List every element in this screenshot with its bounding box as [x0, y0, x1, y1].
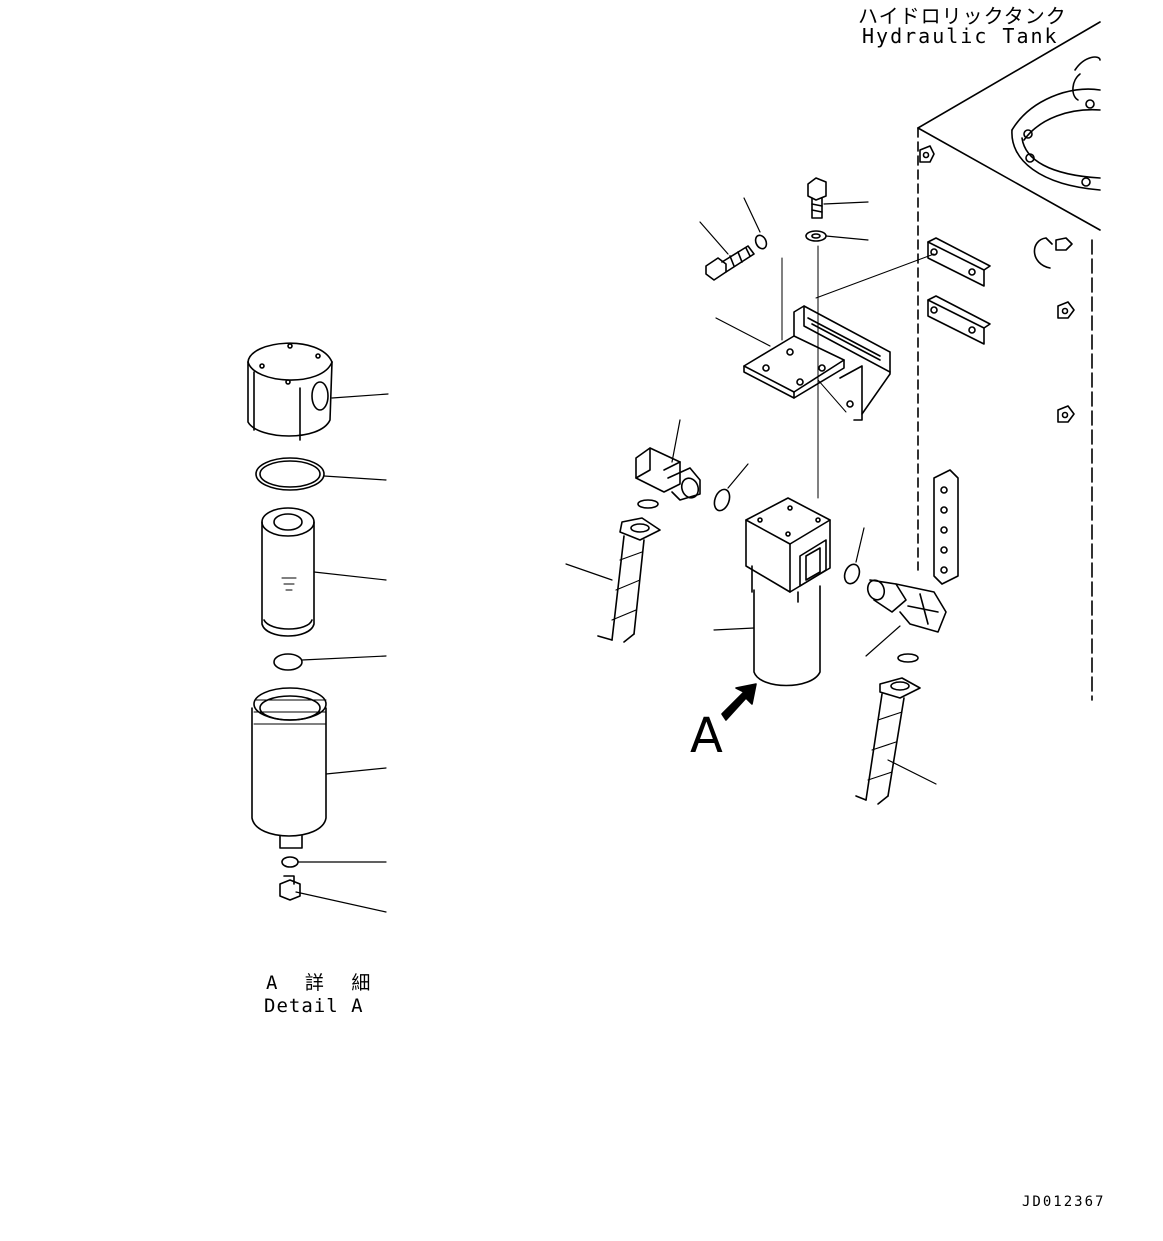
- washer-horizontal: [743, 197, 768, 250]
- tank-title-english: Hydraulic Tank: [862, 24, 1059, 48]
- detail-oring-drain: [281, 856, 387, 868]
- hydraulic-tank: [917, 21, 1101, 701]
- detail-oring-small: [273, 653, 387, 671]
- oring-small-right: [897, 653, 919, 663]
- oring-right: [843, 527, 865, 585]
- detail-head: [247, 342, 389, 441]
- hose-left: [565, 517, 661, 643]
- detail-oring-large: [255, 457, 387, 491]
- view-a-arrow: [721, 683, 757, 721]
- mounting-bracket: [715, 305, 891, 421]
- detail-filter-element: [261, 507, 387, 637]
- detail-a-title-english: Detail A: [264, 995, 364, 1017]
- view-a-label: A: [690, 708, 723, 764]
- bolt-vertical: [807, 177, 869, 219]
- detail-bowl: [251, 687, 387, 849]
- elbow-fitting-right: [865, 579, 947, 657]
- elbow-fitting-left: [635, 419, 701, 501]
- detail-a-title-japanese: A 詳 細: [266, 972, 379, 994]
- drawing-number: JD012367: [1022, 1194, 1106, 1210]
- bolt-horizontal: [699, 221, 755, 281]
- washer-vertical: [805, 230, 869, 242]
- oring-small-left: [637, 499, 659, 509]
- tank-title-japanese: ハイドロリックタンク: [858, 4, 1067, 28]
- hose-right: [855, 677, 937, 805]
- oring-left: [713, 463, 749, 512]
- filter-assembly-main: [713, 497, 831, 687]
- detail-drain-plug: [279, 875, 387, 913]
